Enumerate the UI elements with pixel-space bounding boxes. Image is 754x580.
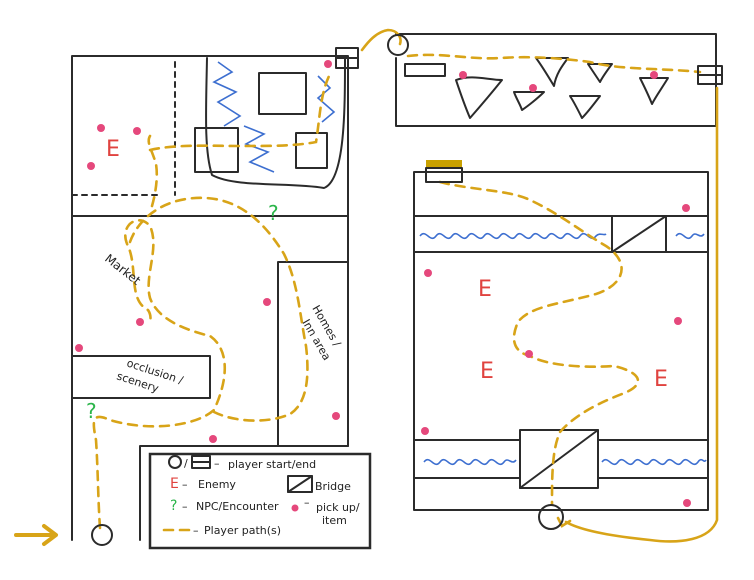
transfer-circle-icon bbox=[387, 34, 409, 56]
top-right-area bbox=[395, 33, 717, 127]
legend-pickup-label-line2: item bbox=[322, 514, 347, 527]
legend-enemy-label: Enemy bbox=[198, 478, 236, 491]
pickup-item-icon bbox=[424, 269, 432, 277]
enemy-marker: E bbox=[480, 359, 494, 384]
svg-text:/: / bbox=[184, 457, 188, 470]
pickup-item-icon bbox=[75, 344, 83, 352]
pickup-item-icon bbox=[650, 71, 658, 79]
pickup-item-icon bbox=[136, 318, 144, 326]
water-channels bbox=[419, 232, 707, 466]
svg-text:–: – bbox=[304, 496, 310, 509]
pickup-item-icon bbox=[683, 499, 691, 507]
pickup-item-icon bbox=[209, 435, 217, 443]
pickup-item-icon bbox=[263, 298, 271, 306]
pickups bbox=[75, 60, 691, 507]
svg-text:–: – bbox=[182, 478, 188, 491]
door-marker-icon bbox=[425, 160, 463, 183]
right-area-walls bbox=[413, 171, 709, 511]
player-paths bbox=[92, 28, 719, 543]
legend-npc-label: NPC/Encounter bbox=[196, 500, 279, 513]
bridge-lower bbox=[519, 429, 599, 489]
legend-enemy-symbol: E bbox=[170, 476, 179, 492]
svg-text:–: – bbox=[214, 457, 220, 470]
legend-bridge-label: Bridge bbox=[315, 480, 351, 493]
pickup-item-icon bbox=[459, 71, 467, 79]
legend-bridge-icon bbox=[287, 475, 313, 493]
pickup-item-icon bbox=[525, 350, 533, 358]
enemy-marker: E bbox=[478, 277, 492, 302]
legend-pickup-icon bbox=[291, 504, 299, 512]
legend-path-label: Player path(s) bbox=[204, 524, 281, 537]
player-end-circle-icon bbox=[538, 504, 564, 530]
enemy-marker: E bbox=[654, 367, 668, 392]
pickup-item-icon bbox=[133, 127, 141, 135]
pickup-item-icon bbox=[529, 84, 537, 92]
market-label: Market bbox=[102, 251, 143, 288]
svg-text:–: – bbox=[182, 500, 188, 513]
entry-arrow-icon bbox=[14, 524, 58, 546]
npc-encounter-marker: ? bbox=[268, 201, 279, 225]
pickup-item-icon bbox=[682, 204, 690, 212]
pickup-item-icon bbox=[674, 317, 682, 325]
bridge-upper bbox=[611, 215, 667, 253]
door-marker-icon bbox=[335, 47, 359, 69]
left-area-walls bbox=[71, 55, 349, 541]
pickup-item-icon bbox=[87, 162, 95, 170]
player-start-circle-icon bbox=[91, 524, 113, 546]
enemy-marker: E bbox=[106, 137, 120, 162]
legend-npc-symbol: ? bbox=[170, 498, 177, 514]
legend-start-end-label: player start/end bbox=[228, 458, 316, 471]
pickup-item-icon bbox=[97, 124, 105, 132]
pickup-item-icon bbox=[421, 427, 429, 435]
pickup-item-icon bbox=[324, 60, 332, 68]
door-marker-icon bbox=[697, 65, 723, 85]
legend-start-circle-icon bbox=[168, 455, 182, 469]
legend-pickup-label-line1: pick up/ bbox=[316, 501, 360, 514]
scenery-patch bbox=[194, 57, 346, 189]
pickup-item-icon bbox=[332, 412, 340, 420]
npc-encounter-marker: ? bbox=[86, 399, 97, 423]
svg-text:–: – bbox=[193, 524, 199, 537]
legend: / – player start/end E – Enemy Bridge ? … bbox=[148, 452, 372, 550]
